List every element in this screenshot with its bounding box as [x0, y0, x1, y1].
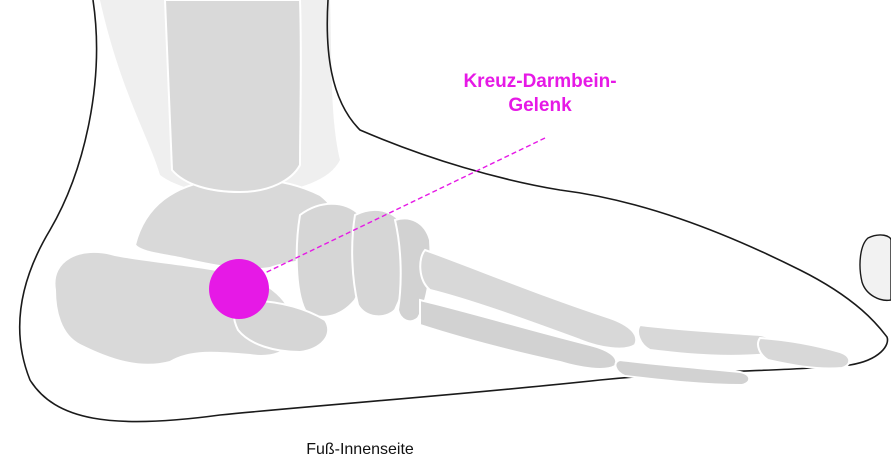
joint-label-line-1: Kreuz-Darmbein- [420, 70, 660, 94]
joint-label-line-2: Gelenk [420, 94, 660, 118]
joint-highlight-marker [209, 259, 269, 319]
view-caption: Fuß-Innenseite [280, 440, 440, 460]
phalanx-bone-3 [615, 360, 749, 385]
tibia-bone [165, 0, 301, 192]
bone-fragment [860, 235, 891, 300]
phalanx-bone-2 [758, 338, 849, 368]
joint-label: Kreuz-Darmbein- Gelenk [420, 70, 660, 118]
phalanx-bone-1 [638, 325, 775, 356]
